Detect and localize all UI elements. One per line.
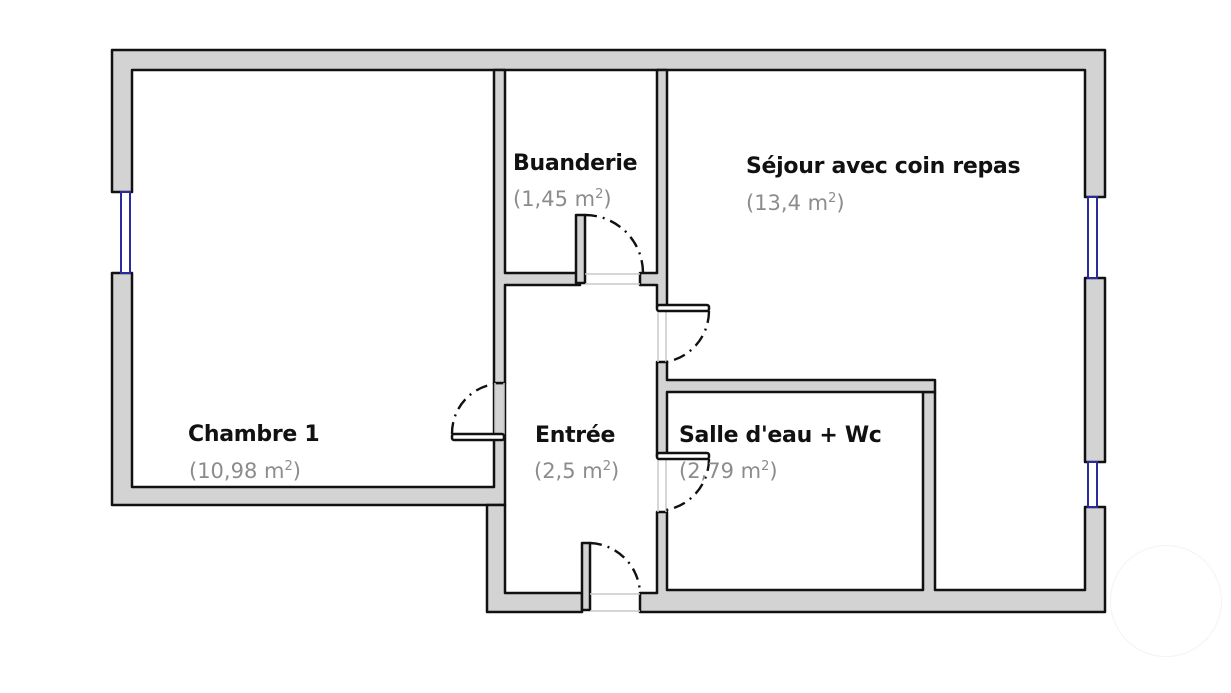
room-area-entree: (2,5 m2): [534, 459, 619, 483]
area-unit-sup: 2: [602, 459, 612, 474]
window-sejour-lower: [1087, 461, 1098, 508]
wall-right-middle: [1083, 276, 1107, 464]
area-unit-sup: 2: [284, 459, 293, 474]
area-value: (10,98 m: [189, 459, 285, 483]
door-swing-buanderie: [584, 213, 645, 274]
wall-buanderie-jamb: [574, 213, 587, 285]
wall-bottom-left: [485, 503, 584, 614]
area-close: ): [292, 459, 301, 483]
room-area-buanderie: (1,45 m2): [513, 187, 612, 211]
doors: [450, 213, 711, 594]
room-name-buanderie: Buanderie: [513, 151, 638, 176]
room-area-chambre: (10,98 m2): [189, 459, 301, 483]
door-swing-entree: [589, 541, 642, 594]
room-name-salle: Salle d'eau + Wc: [679, 423, 882, 448]
door-swing-salle: [665, 458, 711, 512]
wall-chambre-upper: [492, 68, 582, 385]
wall-top: [110, 48, 1107, 199]
interior-walls: [492, 68, 937, 612]
area-unit-sup: 2: [595, 187, 604, 202]
area-close: ): [769, 459, 778, 483]
area-close: ): [836, 191, 845, 215]
wall-entree-jamb: [580, 541, 592, 612]
area-close: ): [603, 187, 612, 211]
room-name-sejour: Séjour avec coin repas: [746, 154, 1021, 179]
outer-walls: [110, 48, 1107, 614]
window-chambre: [120, 191, 131, 274]
door-swing-sejour: [665, 310, 711, 364]
area-value: (2,5 m: [534, 459, 603, 483]
area-value: (1,45 m: [513, 187, 596, 211]
room-area-sejour: (13,4 m2): [746, 191, 845, 215]
area-unit-sup: 2: [828, 191, 837, 206]
window-sejour-upper: [1087, 196, 1098, 279]
wall-left-bottom: [110, 271, 507, 507]
area-close: ): [611, 459, 620, 483]
door-leaf-salle: [655, 451, 711, 461]
door-sills: [494, 273, 667, 612]
room-area-salle: (2,79 m2): [679, 459, 778, 483]
door-swing-chambre: [450, 382, 495, 435]
area-value: (13,4 m: [746, 191, 829, 215]
room-name-entree: Entrée: [535, 423, 616, 448]
door-leaf-sejour: [655, 303, 711, 313]
windows: [120, 191, 1098, 508]
door-leaf-chambre: [450, 432, 506, 442]
area-unit-sup: 2: [761, 459, 770, 474]
watermark-logo: [1110, 545, 1222, 657]
room-name-chambre: Chambre 1: [188, 422, 320, 447]
area-value: (2,79 m: [679, 459, 762, 483]
